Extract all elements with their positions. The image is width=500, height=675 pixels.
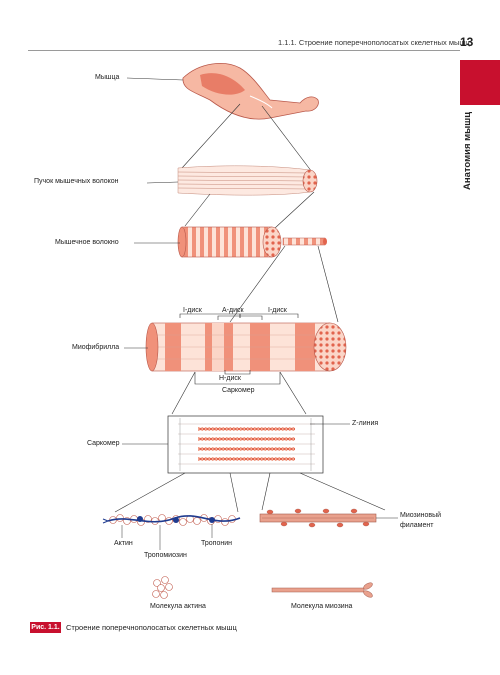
- label-actin: Актин: [114, 540, 133, 547]
- actin-molecule-drawing: [152, 576, 173, 599]
- page-number: 13: [460, 35, 474, 49]
- myosin-filament-drawing: [259, 508, 377, 528]
- chapter-tab: [460, 60, 500, 105]
- label-fiber: Мышечное волокно: [55, 239, 119, 246]
- label-myosin-filament-line1: Миозиновый: [400, 512, 442, 519]
- figure-caption: Строение поперечнополосатых скелетных мы…: [66, 623, 237, 632]
- label-fascicle: Пучок мышечных волокон: [34, 178, 119, 185]
- label-z-line: Z-линия: [352, 420, 379, 427]
- label-troponin: Тропонин: [201, 540, 232, 547]
- label-sarcomere-below: Саркомер: [222, 387, 255, 394]
- actin-filament-drawing: [102, 514, 241, 526]
- label-myofibril: Миофибрилла: [72, 344, 120, 351]
- myosin-molecule-drawing: [271, 582, 373, 598]
- label-myosin-molecule: Молекула миозина: [291, 603, 353, 610]
- header-section-title: 1.1.1. Строение поперечнополосатых скеле…: [278, 38, 470, 47]
- label-muscle: Мышца: [95, 74, 120, 81]
- label-a-disc: A-диск: [222, 307, 244, 314]
- label-myosin-filament-line2: филамент: [400, 522, 434, 529]
- arm-muscle-drawing: [182, 63, 319, 120]
- label-i-disc-left: I-диск: [183, 307, 202, 314]
- myofibril-drawing: [145, 322, 347, 372]
- label-sarcomere: Саркомер: [87, 440, 120, 447]
- label-h-disc: H-диск: [219, 375, 241, 382]
- sarcomere-drawing: [167, 415, 324, 474]
- muscle-fiber-drawing: [177, 226, 327, 258]
- label-actin-molecule: Молекула актина: [150, 603, 206, 610]
- header-rule: [28, 50, 460, 51]
- figure-tag: Рис. 1.1.: [30, 622, 61, 633]
- label-tropomyosin: Тропомиозин: [144, 552, 187, 559]
- label-i-disc-right: I-диск: [268, 307, 287, 314]
- fascicle-drawing: [177, 165, 318, 196]
